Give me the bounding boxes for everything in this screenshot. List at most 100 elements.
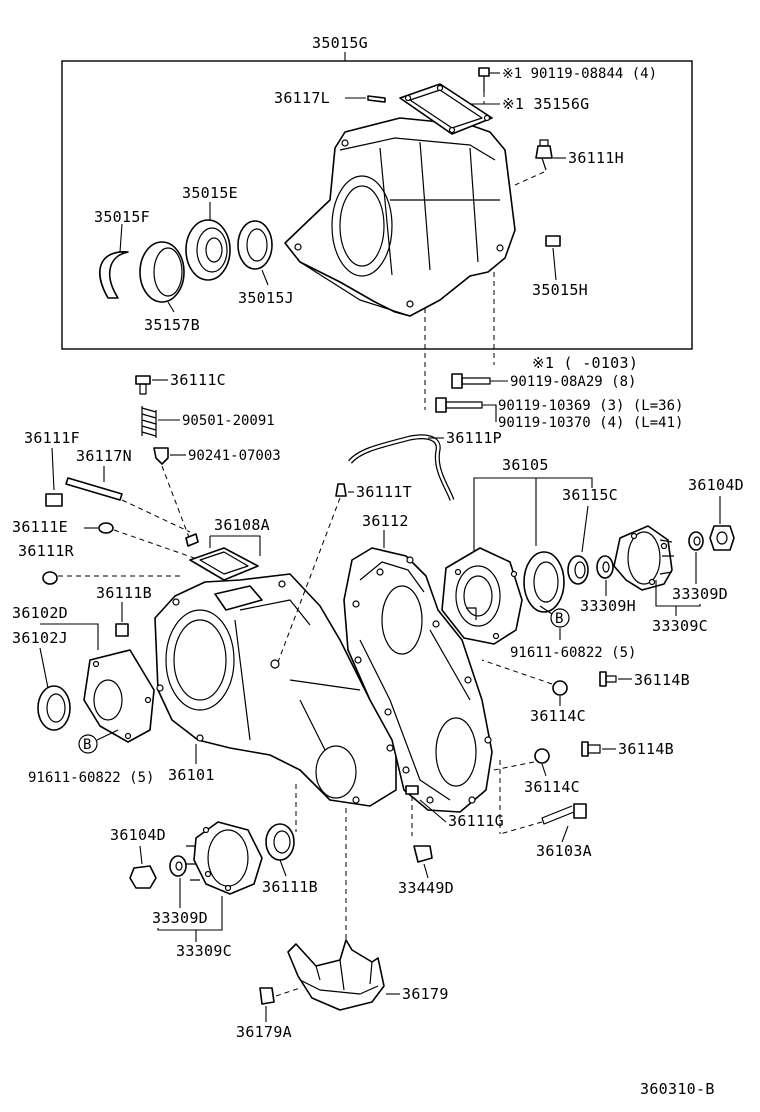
- label-36105: 36105: [502, 456, 549, 474]
- label-35157B: 35157B: [144, 316, 200, 334]
- label-33309D-left: 33309D: [152, 909, 208, 927]
- badge-B-left: B: [78, 734, 98, 754]
- assembly-box-35015G: [61, 60, 693, 350]
- label-90501-20091: 90501-20091: [182, 413, 275, 429]
- svg-text:B: B: [555, 611, 563, 627]
- label-36104D-right: 36104D: [688, 476, 744, 494]
- label-33309D-right: 33309D: [672, 585, 728, 603]
- label-36179A: 36179A: [236, 1023, 292, 1041]
- seal-36105: [523, 551, 565, 613]
- plug-36111B-top: [115, 623, 129, 637]
- pin-35015H: [545, 235, 561, 247]
- bolt-90119-08844: [478, 67, 490, 104]
- washer-36114C-upper: [552, 680, 568, 696]
- label-33309C-left: 33309C: [176, 942, 232, 960]
- svg-text:B: B: [83, 737, 91, 753]
- nut-36104D-right: [709, 525, 735, 551]
- skid-plate-36179: [287, 939, 385, 1011]
- plug-36111T: [335, 483, 347, 497]
- bolt-36114B-lower: [581, 741, 601, 757]
- label-35015E: 35015E: [182, 184, 238, 202]
- label-36101: 36101: [168, 766, 215, 784]
- washer-33309D-right: [688, 531, 704, 551]
- label-33449D: 33449D: [398, 879, 454, 897]
- nut-36104D-left: [129, 865, 157, 889]
- cover-plate-35156G: [399, 83, 493, 135]
- label-36117N: 36117N: [76, 447, 132, 465]
- pin-36111G: [405, 785, 419, 795]
- retainer-36102D: [83, 649, 155, 743]
- plug-36111C: [135, 375, 151, 395]
- washer-33309H: [596, 555, 614, 579]
- label-90119-08A29: 90119-08A29 (8): [510, 374, 636, 390]
- bolt-36114B-upper: [599, 671, 617, 687]
- gasket-36108A: [185, 533, 259, 581]
- pin-36117L: [367, 95, 386, 103]
- label-35015J: 35015J: [238, 289, 294, 307]
- label-90119-10369: 90119-10369 (3) (L=36): [498, 398, 683, 414]
- nut-36179A: [259, 987, 275, 1005]
- plug-36111E: [98, 522, 114, 534]
- label-36114C-upper: 36114C: [530, 707, 586, 725]
- companion-flange-left: [186, 821, 263, 895]
- label-36114C-lower: 36114C: [524, 778, 580, 796]
- label-36117L: 36117L: [274, 89, 330, 107]
- label-36102J: 36102J: [12, 629, 68, 647]
- front-case-36101: [154, 573, 397, 807]
- seal-36111B-bottom: [265, 823, 295, 861]
- bolt-90119-08A29: [451, 373, 491, 389]
- bolt-90119-10369: [435, 397, 483, 413]
- label-36111F: 36111F: [24, 429, 80, 447]
- label-35015H: 35015H: [532, 281, 588, 299]
- breather-36111H: [535, 139, 553, 171]
- ball-90241-07003: [153, 447, 169, 465]
- seal-36102J: [37, 685, 71, 731]
- label-36111C: 36111C: [170, 371, 226, 389]
- rear-case-36112: [343, 547, 493, 813]
- label-36111G: 36111G: [448, 812, 504, 830]
- label-35015G: 35015G: [312, 34, 368, 52]
- label-90119-08844: ※1 90119-08844 (4): [502, 66, 657, 82]
- label-36179: 36179: [402, 985, 449, 1003]
- figure-code: 360310-B: [640, 1080, 715, 1098]
- label-36112: 36112: [362, 512, 409, 530]
- label-36104D-left: 36104D: [110, 826, 166, 844]
- label-33309H: 33309H: [580, 597, 636, 615]
- bearing-35015E: [185, 219, 231, 281]
- label-90119-10370: 90119-10370 (4) (L=41): [498, 415, 683, 431]
- snap-ring-35015F: [99, 251, 129, 299]
- label-35015F: 35015F: [94, 208, 150, 226]
- washer-36114C-lower: [534, 748, 550, 764]
- label-36111R: 36111R: [18, 542, 75, 560]
- bolt-36103A: [541, 803, 587, 825]
- label-36111B-top: 36111B: [96, 584, 152, 602]
- plug-33449D: [413, 845, 433, 863]
- label-36111E: 36111E: [12, 518, 68, 536]
- label-36114B-lower: 36114B: [618, 740, 674, 758]
- badge-B-right: B: [550, 608, 570, 628]
- label-36108A: 36108A: [214, 516, 270, 534]
- seal-35015J: [237, 220, 273, 270]
- label-91611-60822-left: 91611-60822 (5): [28, 770, 154, 786]
- companion-flange-right: [613, 525, 674, 591]
- label-36111H: 36111H: [568, 149, 624, 167]
- label-36111P: 36111P: [446, 429, 502, 447]
- label-35156G: ※1 35156G: [502, 95, 590, 113]
- spacer-35157B: [139, 241, 185, 303]
- plug-36111F: [45, 493, 63, 507]
- label-36114B-upper: 36114B: [634, 671, 690, 689]
- retainer-36105: [441, 547, 523, 645]
- label-91611-60822-right: 91611-60822 (5): [510, 645, 636, 661]
- label-36103A: 36103A: [536, 842, 592, 860]
- label-36111T: 36111T: [356, 483, 412, 501]
- label-36102D: 36102D: [12, 604, 68, 622]
- pin-36117N: [65, 477, 123, 501]
- spring-90501-20091: [141, 406, 157, 438]
- adapter-housing: [284, 117, 516, 317]
- plug-36111R: [42, 571, 58, 585]
- washer-33309D-left: [169, 855, 187, 877]
- label-33309C-right: 33309C: [652, 617, 708, 635]
- seal-36115C: [567, 555, 589, 585]
- note-1-serial-range: ※1 ( -0103): [532, 354, 638, 372]
